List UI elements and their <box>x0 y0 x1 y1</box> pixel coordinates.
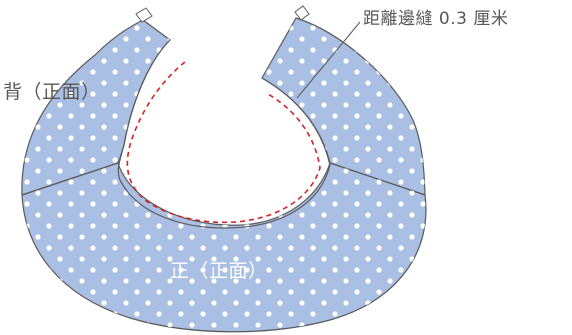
front-collar-piece <box>21 162 427 333</box>
label-back-right-side: 背（正面） <box>3 81 101 103</box>
neckline-edge <box>117 39 331 229</box>
back-collar-piece <box>21 19 171 196</box>
label-front-right-side: 正（正面） <box>170 260 268 282</box>
collar-tip-right <box>294 5 310 21</box>
label-seam-allowance: 距離邊縫 0.3 厘米 <box>363 9 509 29</box>
seam-leader-line <box>296 21 361 99</box>
collar-tip-left <box>135 7 153 23</box>
seam-stitch-line <box>126 61 321 224</box>
